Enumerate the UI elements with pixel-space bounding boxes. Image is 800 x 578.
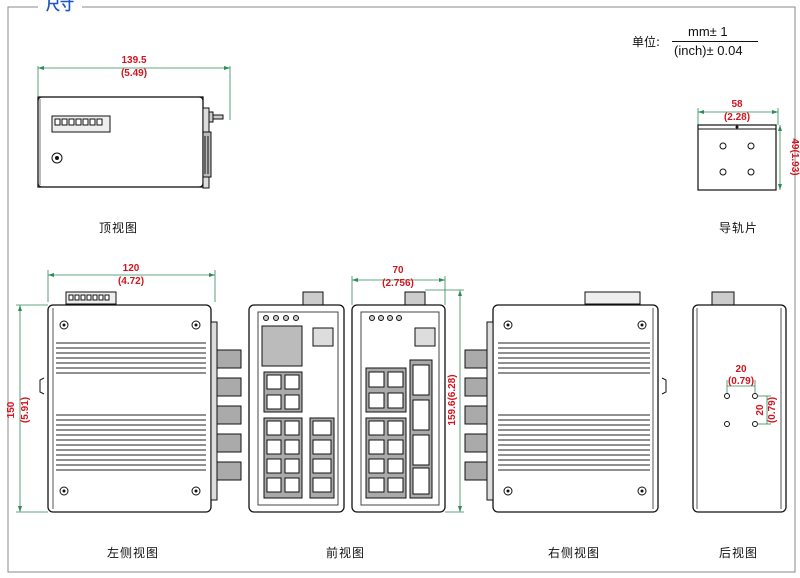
rear-hole-v-mm: 20: [755, 404, 766, 416]
rear-hole-v-in: (0.79): [767, 397, 778, 423]
front-view-label: 前视图: [326, 546, 366, 560]
front-width-mm: 70: [392, 265, 404, 276]
top-dim-in: (5.49): [121, 68, 147, 79]
units-numerator: mm± 1: [688, 24, 728, 39]
units-fraction-line: [672, 41, 758, 42]
rail-view-label: 导轨片: [719, 221, 759, 235]
right-view-label: 右侧视图: [548, 546, 601, 560]
left-height-mm: 150: [6, 401, 17, 418]
left-width-in: (4.72): [118, 276, 144, 287]
rail-width-in: (2.28): [724, 112, 750, 123]
left-width-mm: 120: [123, 263, 140, 274]
rail-width-mm: 58: [731, 99, 743, 110]
front-height-dim: 159.6(6.28): [447, 374, 458, 425]
rail-height-dim: 49(1.93): [789, 138, 800, 175]
top-view-label: 顶视图: [99, 221, 139, 235]
left-view-label: 左侧视图: [107, 546, 160, 560]
units-label: 单位:: [632, 35, 661, 49]
left-height-in: (5.91): [20, 397, 31, 423]
front-width-in: (2.756): [382, 278, 414, 289]
top-dim-mm: 139.5: [121, 55, 146, 66]
rear-view-label: 后视图: [719, 546, 759, 560]
rear-hole-h-in: (0.79): [728, 376, 754, 387]
rear-hole-h-mm: 20: [735, 364, 747, 375]
units-denominator: (inch)± 0.04: [674, 43, 743, 58]
section-title: 尺寸: [38, 0, 82, 15]
